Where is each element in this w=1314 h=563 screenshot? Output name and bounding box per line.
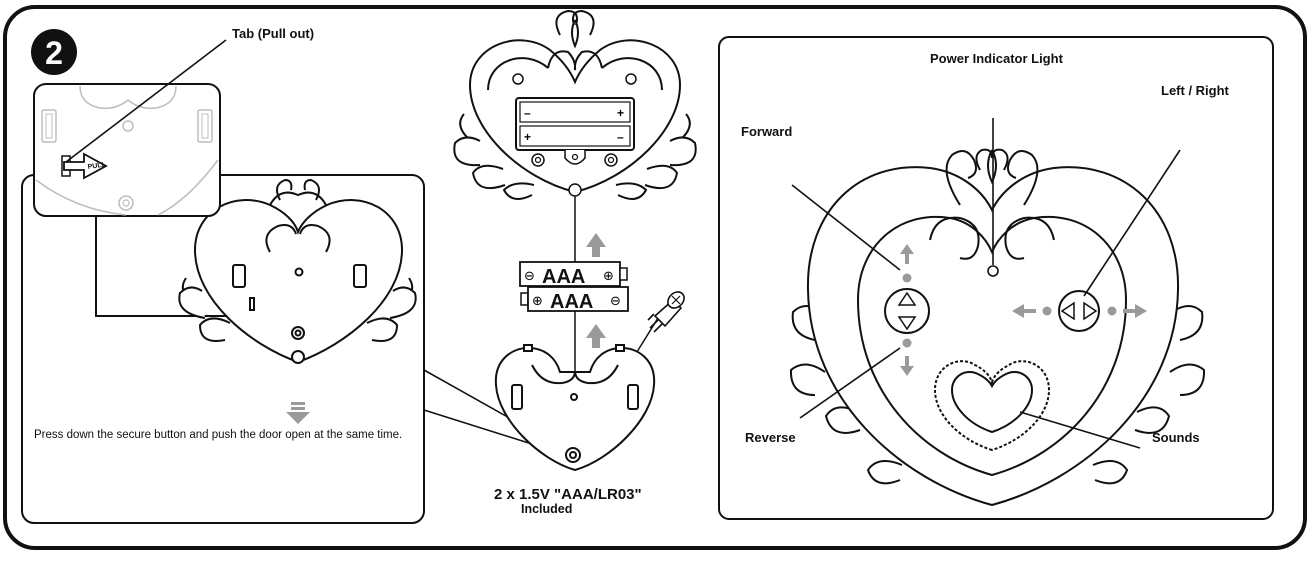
press-down-arrow-icon [286,402,310,424]
slot-minus-top: – [524,106,531,120]
insert-arrow-icon [586,233,606,348]
reverse-label: Reverse [745,430,796,445]
battery-door-panel: Press down the secure button and push th… [21,174,571,524]
forward-leader [791,184,901,271]
step-badge: 2 [31,29,77,75]
step-number: 2 [45,35,63,71]
reverse-arrow-icon [900,338,914,376]
reverse-leader [799,347,901,419]
battery-compartment-view: – + + – [453,9,697,200]
vehicle-top-view [789,148,1206,507]
heart-back-door [178,178,417,364]
battery-spec: 2 x 1.5V "AAA/LR03" [494,486,642,503]
slot-plus-bottom: + [524,130,531,144]
instruction-text: Press down the secure button and push th… [34,429,402,441]
left-right-button[interactable] [1058,290,1100,332]
battery-bottom-plus: ⊕ [532,294,543,309]
slot-plus-top: + [617,106,624,120]
slot-minus-bottom: – [617,130,624,144]
battery-included: Included [521,502,572,516]
battery-top-plus: ⊕ [603,269,614,284]
pull-tab-inset: PULL [33,39,227,217]
battery-top-minus: ⊖ [524,269,535,284]
forward-label: Forward [741,124,792,139]
battery-cover [494,344,656,472]
left-arrow-icon [1012,304,1052,318]
left-right-label: Left / Right [1161,83,1230,98]
left-right-leader [1083,149,1181,297]
aaa-battery-top: ⊖ AAA ⊕ [519,261,628,288]
forward-arrow-icon [900,244,914,283]
pull-label: PULL [87,161,107,171]
sounds-leader [1019,411,1141,449]
sounds-label: Sounds [1152,430,1200,445]
forward-reverse-button[interactable] [884,288,930,334]
power-indicator-label: Power Indicator Light [930,51,1064,66]
tab-pull-out-label: Tab (Pull out) [232,26,314,41]
right-arrow-icon [1107,304,1147,318]
power-indicator-light [987,265,999,277]
battery-bottom-label: AAA [550,291,593,313]
battery-bottom-minus: ⊖ [610,294,621,309]
battery-top-label: AAA [542,266,585,288]
aaa-battery-bottom: ⊕ AAA ⊖ [520,286,629,313]
